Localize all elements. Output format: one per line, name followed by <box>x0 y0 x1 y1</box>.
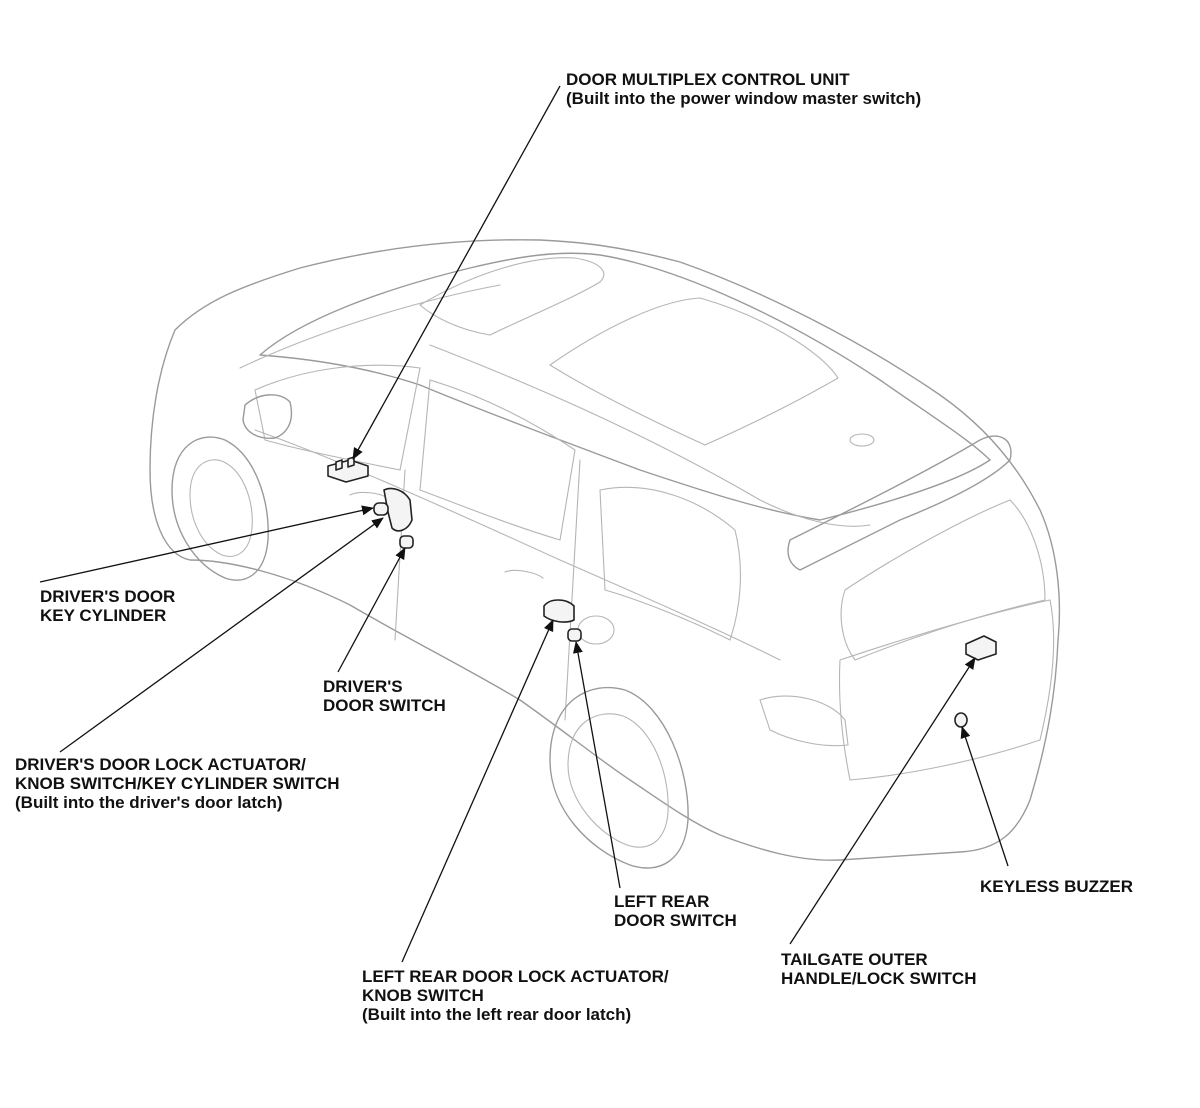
rear-window <box>840 499 1046 661</box>
leader-lines <box>39 85 1009 963</box>
front-wheel <box>171 436 269 581</box>
belt-line <box>254 429 781 661</box>
label-line: DOOR SWITCH <box>323 696 446 715</box>
front-door-handle <box>349 491 389 499</box>
leader-door-multiplex <box>352 85 561 460</box>
antenna <box>849 433 875 447</box>
label-line: KNOB SWITCH <box>362 986 484 1005</box>
tailgate-handle-part <box>965 635 997 661</box>
label-line: TAILGATE OUTER <box>781 950 928 969</box>
left-rear-door-latch-part <box>543 599 575 623</box>
leader-drivers-key-cylinder <box>39 505 374 583</box>
rear-door-handle <box>504 569 544 579</box>
leader-drivers-lock-actuator <box>59 517 384 753</box>
label-line: KNOB SWITCH/KEY CYLINDER SWITCH <box>15 774 340 793</box>
label-line: LEFT REAR <box>614 892 710 911</box>
label-drivers-door-lock-actuator: DRIVER'S DOOR LOCK ACTUATOR/ KNOB SWITCH… <box>15 755 340 812</box>
label-line: KEY CYLINDER <box>40 606 167 625</box>
label-drivers-door-switch: DRIVER'S DOOR SWITCH <box>323 677 446 715</box>
label-door-multiplex-control-unit: DOOR MULTIPLEX CONTROL UNIT (Built into … <box>566 70 921 108</box>
label-left-rear-door-switch: LEFT REAR DOOR SWITCH <box>614 892 737 930</box>
body-outline <box>149 239 1061 861</box>
label-line: HANDLE/LOCK SWITCH <box>781 969 977 988</box>
fuel-door <box>577 615 615 645</box>
label-tailgate-outer-handle: TAILGATE OUTER HANDLE/LOCK SWITCH <box>781 950 976 988</box>
label-drivers-door-key-cylinder: DRIVER'S DOOR KEY CYLINDER <box>40 587 175 625</box>
leader-keyless-buzzer <box>960 726 1009 867</box>
label-line: (Built into the power window master swit… <box>566 89 922 108</box>
drivers-door-switch-part <box>399 535 414 549</box>
keyless-buzzer-part <box>954 712 968 728</box>
label-keyless-buzzer: KEYLESS BUZZER <box>980 877 1133 896</box>
leader-drivers-door-switch <box>337 547 406 673</box>
rear-spoiler <box>787 435 1012 571</box>
door-multiplex-unit-part <box>327 456 369 483</box>
side-mirror <box>242 394 293 439</box>
rear-side-window <box>599 486 741 641</box>
label-line: DRIVER'S DOOR <box>40 587 176 606</box>
drivers-key-cylinder-part <box>373 502 389 516</box>
rear-sunroof <box>549 297 839 446</box>
front-sunroof <box>419 257 605 336</box>
tail-light <box>759 695 849 747</box>
tailgate <box>838 599 1055 781</box>
middle-side-window <box>419 379 576 541</box>
front-side-window <box>254 364 421 471</box>
leader-left-rear-lock-actuator <box>401 619 554 963</box>
label-line: (Built into the driver's door latch) <box>15 793 283 812</box>
label-line: DRIVER'S <box>323 677 403 696</box>
label-line: KEYLESS BUZZER <box>980 877 1134 896</box>
left-rear-door-switch-part <box>567 628 582 642</box>
label-left-rear-door-lock-actuator: LEFT REAR DOOR LOCK ACTUATOR/ KNOB SWITC… <box>362 967 669 1024</box>
leader-left-rear-door-switch <box>573 641 621 889</box>
leader-tailgate-handle <box>789 657 976 945</box>
label-line: (Built into the left rear door latch) <box>362 1005 632 1024</box>
label-line: LEFT REAR DOOR LOCK ACTUATOR/ <box>362 967 669 986</box>
rear-wheel <box>549 686 689 869</box>
label-line: DRIVER'S DOOR LOCK ACTUATOR/ <box>15 755 306 774</box>
roof-outline <box>259 252 991 521</box>
label-line: DOOR SWITCH <box>614 911 737 930</box>
drivers-door-latch-part <box>383 487 413 532</box>
roof-rail <box>239 284 871 527</box>
label-line: DOOR MULTIPLEX CONTROL UNIT <box>566 70 850 89</box>
